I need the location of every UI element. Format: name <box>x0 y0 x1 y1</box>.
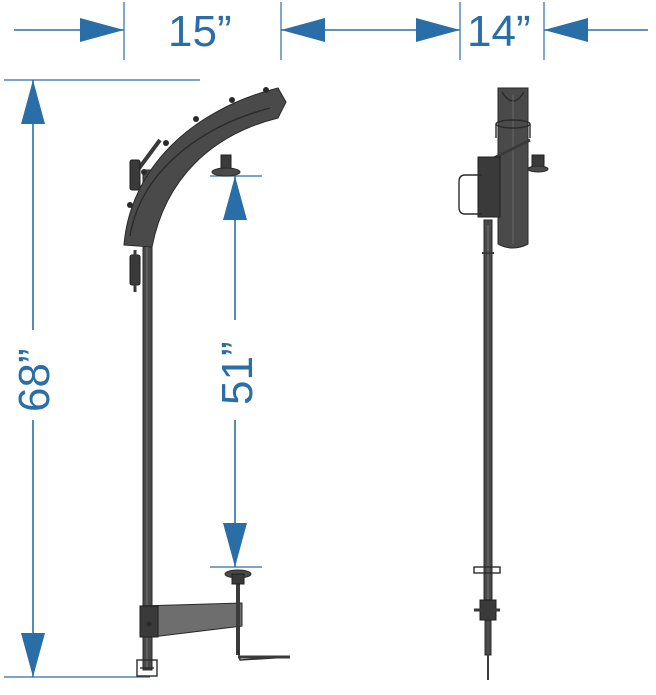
front-view-stand <box>458 87 549 680</box>
height-clamp-dimension: 51” <box>210 175 262 568</box>
arched-tray <box>123 87 287 248</box>
height-total-dimension: 68” <box>4 79 200 678</box>
height-clamp-label: 51” <box>213 341 262 405</box>
height-total-label: 68” <box>10 348 59 412</box>
width-front-label: 14” <box>467 7 531 56</box>
side-view-stand <box>123 87 291 677</box>
width-side-dimension: 15” <box>14 2 460 60</box>
width-front-dimension: 14” <box>416 2 648 60</box>
width-side-label: 15” <box>168 7 232 56</box>
